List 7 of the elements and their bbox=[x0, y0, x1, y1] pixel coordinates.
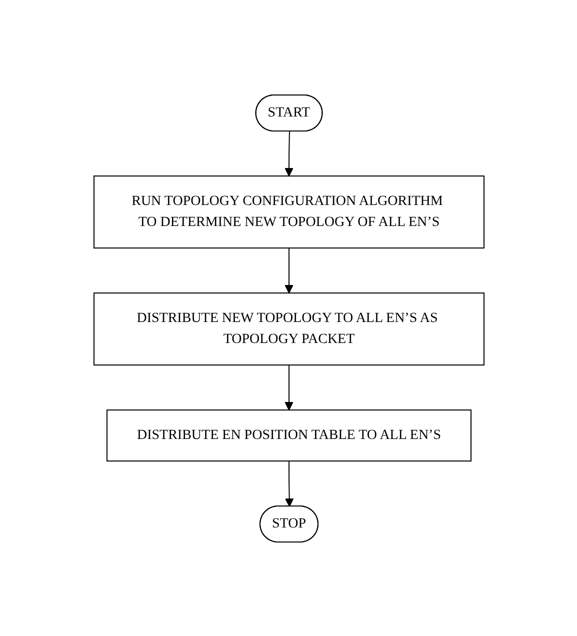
node-box: DISTRIBUTE NEW TOPOLOGY TO ALL EN’S AS TOPOLOGY PACKET bbox=[93, 292, 484, 365]
node-box: RUN TOPOLOGY CONFIGURATION ALGORITHM TO DETERMINE NEW TOPOLOGY OF ALL EN’S bbox=[93, 175, 484, 248]
arrow bbox=[284, 247, 293, 293]
arrow bbox=[284, 460, 294, 506]
node-box: DISTRIBUTE EN POSITION TABLE TO ALL EN’S bbox=[106, 409, 472, 461]
arrow bbox=[284, 364, 293, 410]
arrow bbox=[284, 130, 293, 176]
